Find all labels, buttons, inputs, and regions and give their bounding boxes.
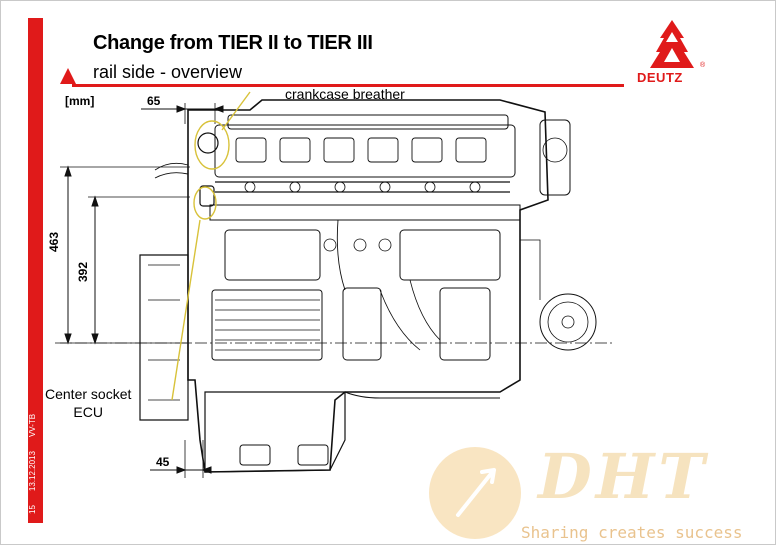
title-triangle-icon [60, 68, 76, 84]
crankcase-breather-label: crankcase breather [285, 86, 405, 102]
registered-mark: ® [700, 62, 706, 69]
ecu-label: Center socket ECU [45, 385, 131, 421]
left-accent-bar [28, 18, 43, 523]
title-divider [72, 84, 624, 87]
unit-label: [mm] [65, 94, 95, 108]
dimension-45-label: 45 [156, 455, 170, 469]
slide-title: Change from TIER II to TIER III [93, 32, 373, 54]
dimension-65-label: 65 [147, 94, 161, 108]
ecu-label-line2: ECU [73, 404, 103, 420]
watermark-text: DHT [538, 440, 709, 513]
watermark-tagline: Sharing creates success [521, 523, 743, 542]
deutz-logo-icon [650, 20, 694, 68]
deutz-logo-text: DEUTZ [637, 70, 683, 85]
slide-subtitle: rail side - overview [93, 62, 243, 82]
ecu-label-line1: Center socket [45, 386, 132, 402]
